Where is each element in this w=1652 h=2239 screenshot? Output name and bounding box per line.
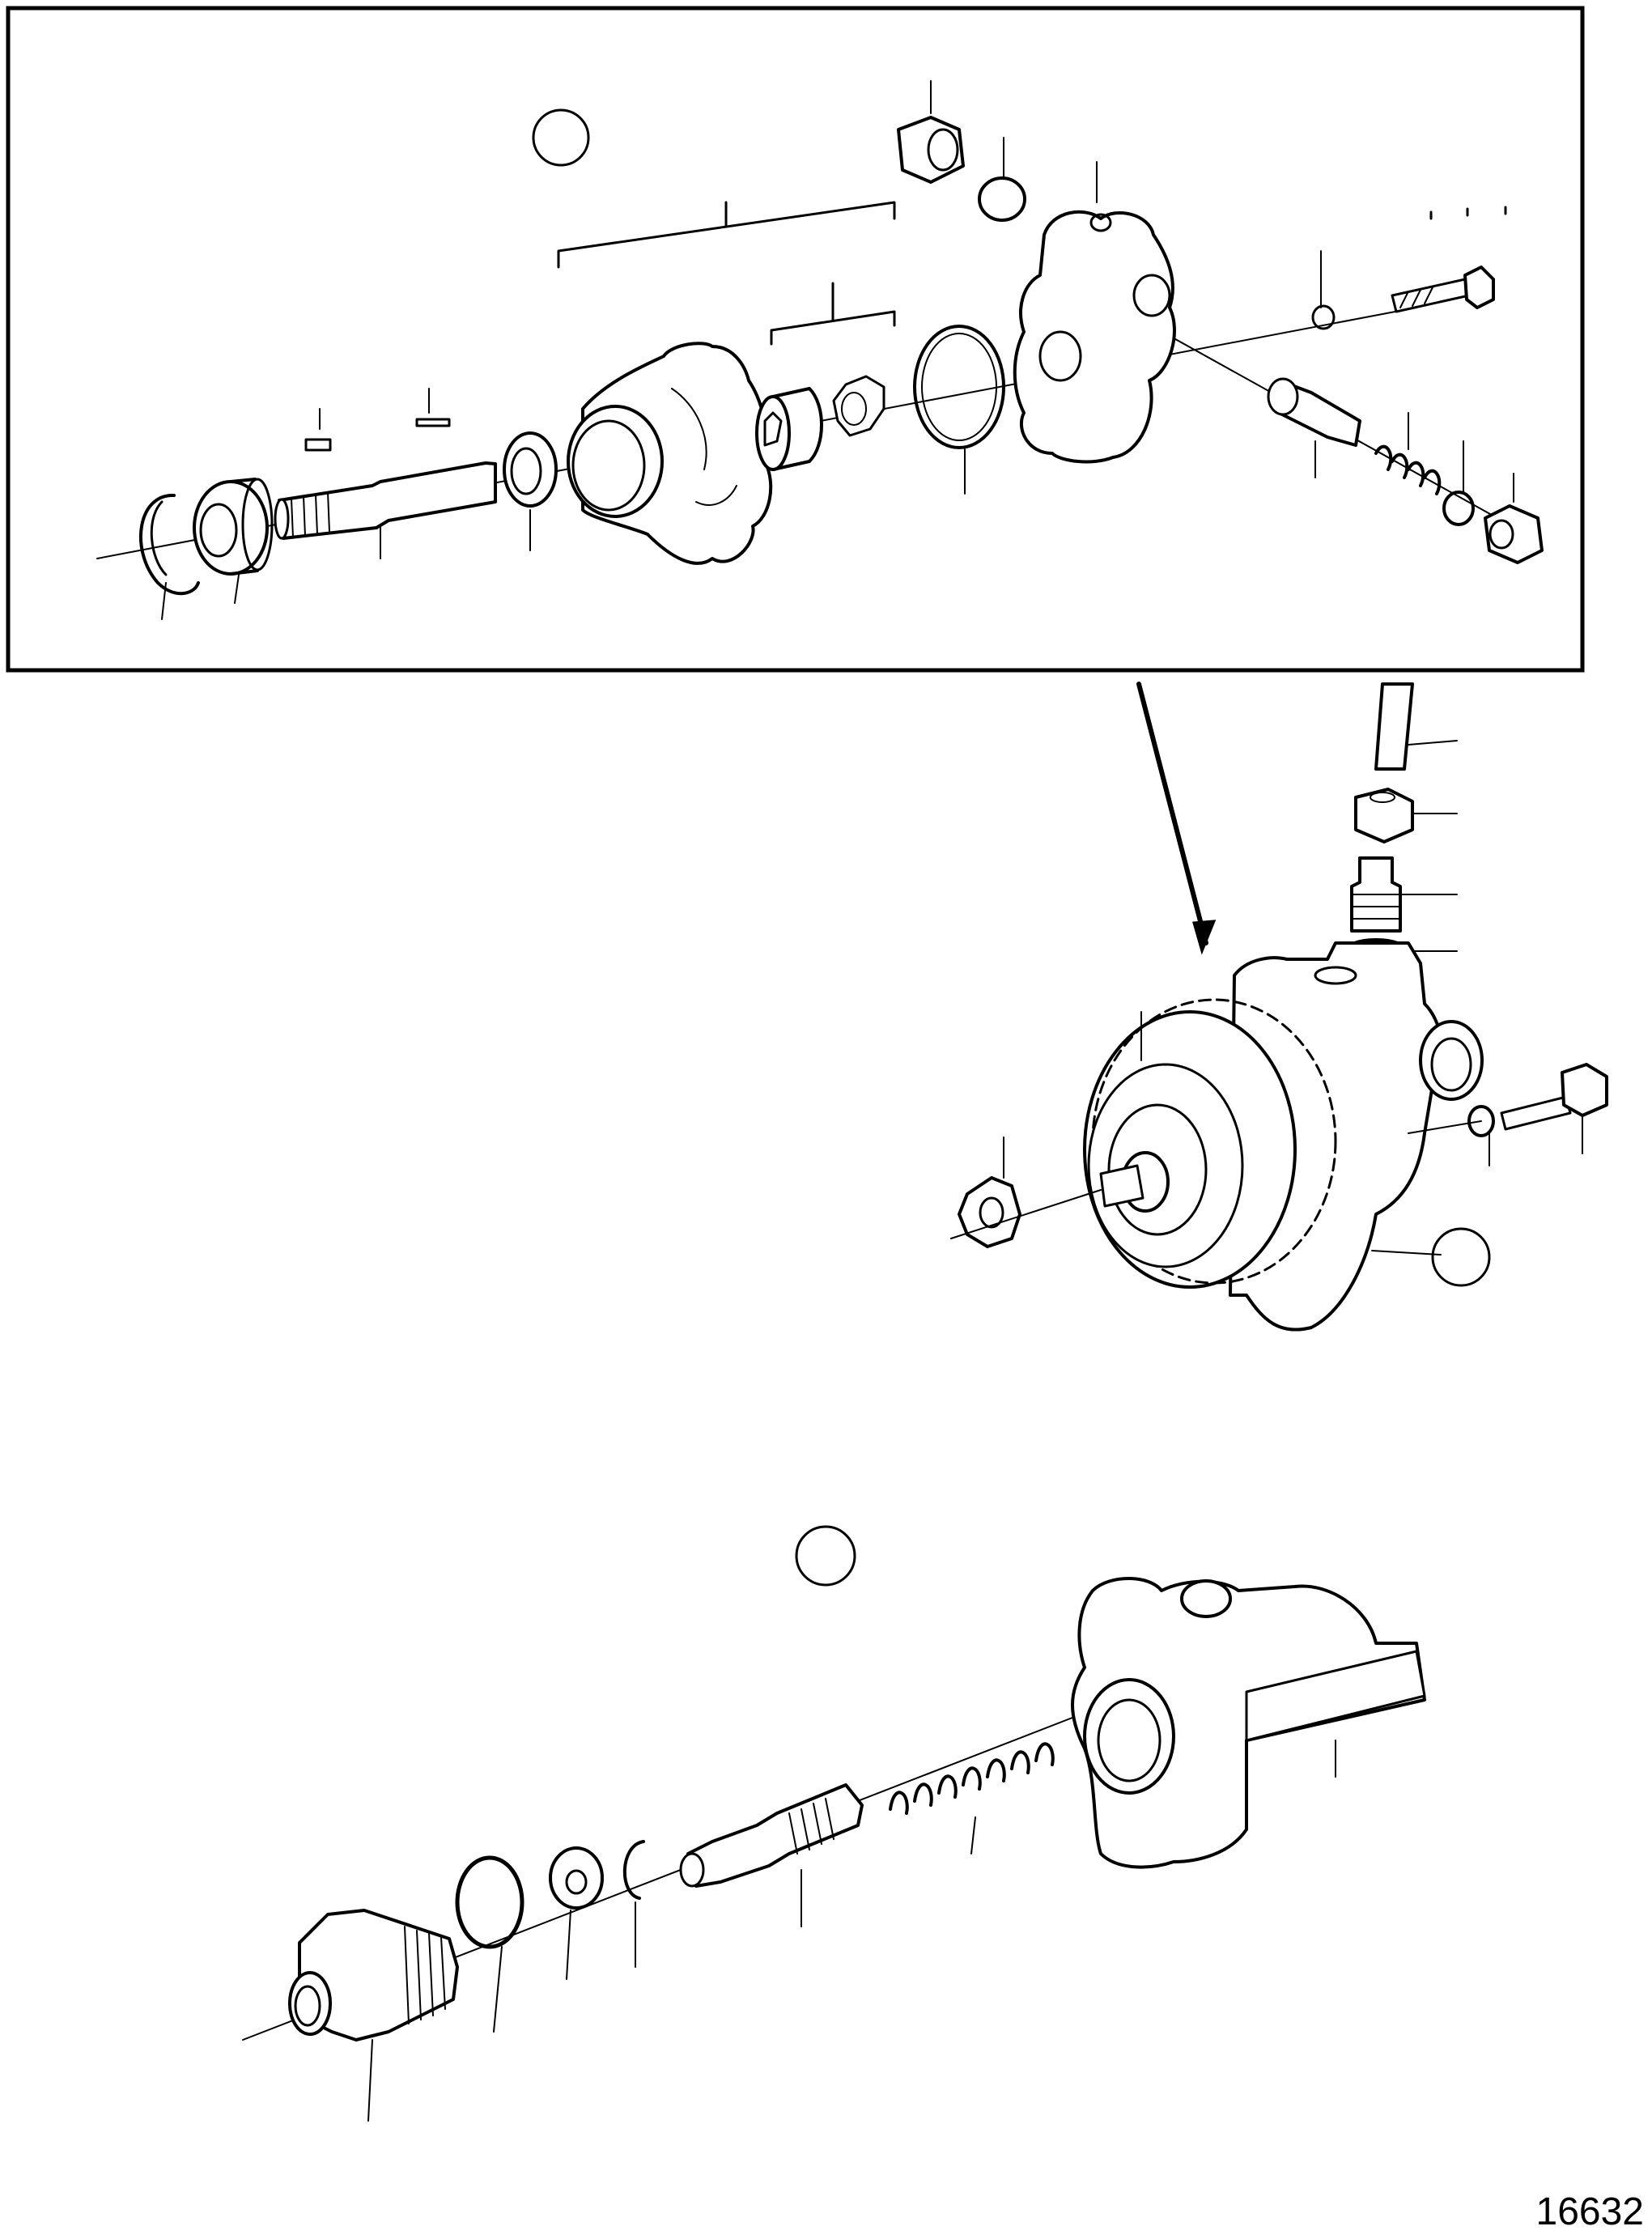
valve-plunger xyxy=(679,1783,864,1927)
inset-frame xyxy=(6,6,1585,673)
oil-pipe xyxy=(1374,682,1414,771)
relief-valve-exploded-view xyxy=(242,1525,1426,2122)
cover-bolt xyxy=(1311,250,1495,330)
valve-o-ring xyxy=(455,1855,524,2033)
view-callout-circle-mid xyxy=(1431,1227,1491,1287)
cover-o-ring xyxy=(913,325,1005,495)
mounting-bolt xyxy=(1500,1095,1572,1131)
plug-top xyxy=(897,80,1026,222)
valve-housing xyxy=(1071,1577,1426,1869)
drive-shaft xyxy=(274,461,497,559)
view-callout-circle-bottom xyxy=(795,1525,856,1587)
pump-outlet-port xyxy=(1419,1020,1484,1101)
valve-circlip xyxy=(622,1840,645,1968)
valve-washer xyxy=(549,1846,604,1980)
pump-cover xyxy=(1013,161,1176,464)
drive-gear xyxy=(1083,998,1337,1289)
housing-assembly-bracket xyxy=(557,201,896,269)
bolt-washer-mid xyxy=(1467,1105,1495,1137)
shaft-keys xyxy=(304,388,451,452)
bolt-washer xyxy=(1311,304,1336,330)
pump-exploded-view xyxy=(6,6,1585,673)
valve-spring xyxy=(889,1742,1055,1855)
view-callout-circle xyxy=(532,108,590,167)
snap-ring xyxy=(139,493,200,620)
ball-bearing xyxy=(193,478,274,604)
rotor-set-bracket xyxy=(770,282,896,346)
shaft-seal xyxy=(503,431,558,551)
gear-nut xyxy=(958,1176,1021,1248)
union-nut xyxy=(1354,788,1414,843)
pump-assembled-view xyxy=(950,682,1608,1332)
relief-valve-parts xyxy=(1267,377,1544,564)
detail-arrow xyxy=(1136,682,1217,955)
rotor-set xyxy=(755,375,885,471)
figure-number: 16632 xyxy=(1535,2190,1644,2233)
reference-ticks xyxy=(1429,206,1507,220)
pump-housing xyxy=(567,342,773,565)
plug-washer xyxy=(978,176,1026,222)
valve-plug xyxy=(288,1909,459,2122)
